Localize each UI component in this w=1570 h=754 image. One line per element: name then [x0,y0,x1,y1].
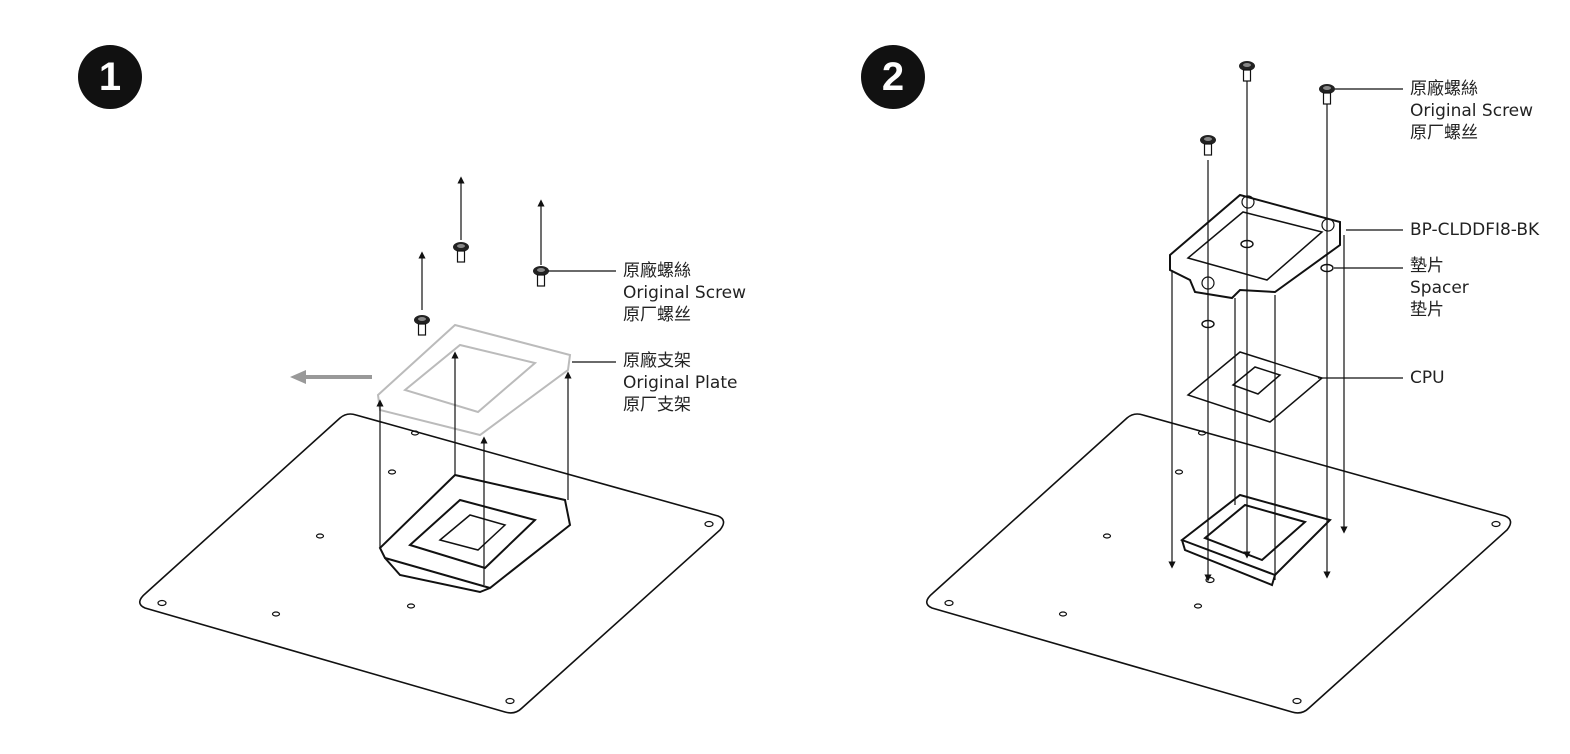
label-zh-cn: 原厂螺丝 [623,305,691,325]
label-zh-tw: 原廠支架 [623,351,691,371]
step1-guide-arrows [376,176,572,585]
step2-cpu [1186,351,1324,423]
step2-screw-icon [1318,83,1336,105]
label-zh-cn: 原厂支架 [623,395,691,415]
label-zh-tw: 墊片 [1410,256,1444,276]
step1-plate-label: 原廠支架 Original Plate 原厂支架 [623,350,737,416]
step2-spacer-label: 墊片 Spacer 垫片 [1410,255,1469,321]
label-en: Original Screw [1410,101,1534,121]
label-zh-tw: 原廠螺絲 [623,261,691,281]
step1-screw-icon [532,265,550,287]
step2-bracket-label: BP-CLDDFI8-BK [1410,220,1540,240]
step2-guide-lines [1168,78,1348,582]
step2-bracket [1169,193,1341,300]
step-1-badge: 1 [78,45,142,109]
step1-slide-arrow [290,370,372,384]
label-zh-cn: 原厂螺丝 [1410,123,1478,143]
step2-screw-label: 原廠螺絲 Original Screw 原厂螺丝 [1410,78,1533,144]
label-zh-cn: 垫片 [1410,300,1444,320]
step2-screw-icon [1238,60,1256,82]
label-zh-tw: 原廠螺絲 [1410,79,1478,99]
step1-screw-icon [413,314,431,336]
step1-screw-icon [452,241,470,263]
step1-cpu-socket [378,473,572,594]
step2-leader-lines [1318,88,1403,379]
label-en: Spacer [1410,278,1469,298]
label-en: Original Screw [623,283,747,303]
step1-original-plate-faded [376,323,572,437]
step1-screw-label: 原廠螺絲 Original Screw 原厂螺丝 [623,260,746,326]
step2-cpu-socket [1179,493,1332,587]
label-en: Original Plate [623,373,738,393]
step-2-badge: 2 [861,45,925,109]
step1-leader-lines [548,270,616,363]
step2-screw-icon [1199,134,1217,156]
step2-cpu-label: CPU [1410,368,1445,388]
